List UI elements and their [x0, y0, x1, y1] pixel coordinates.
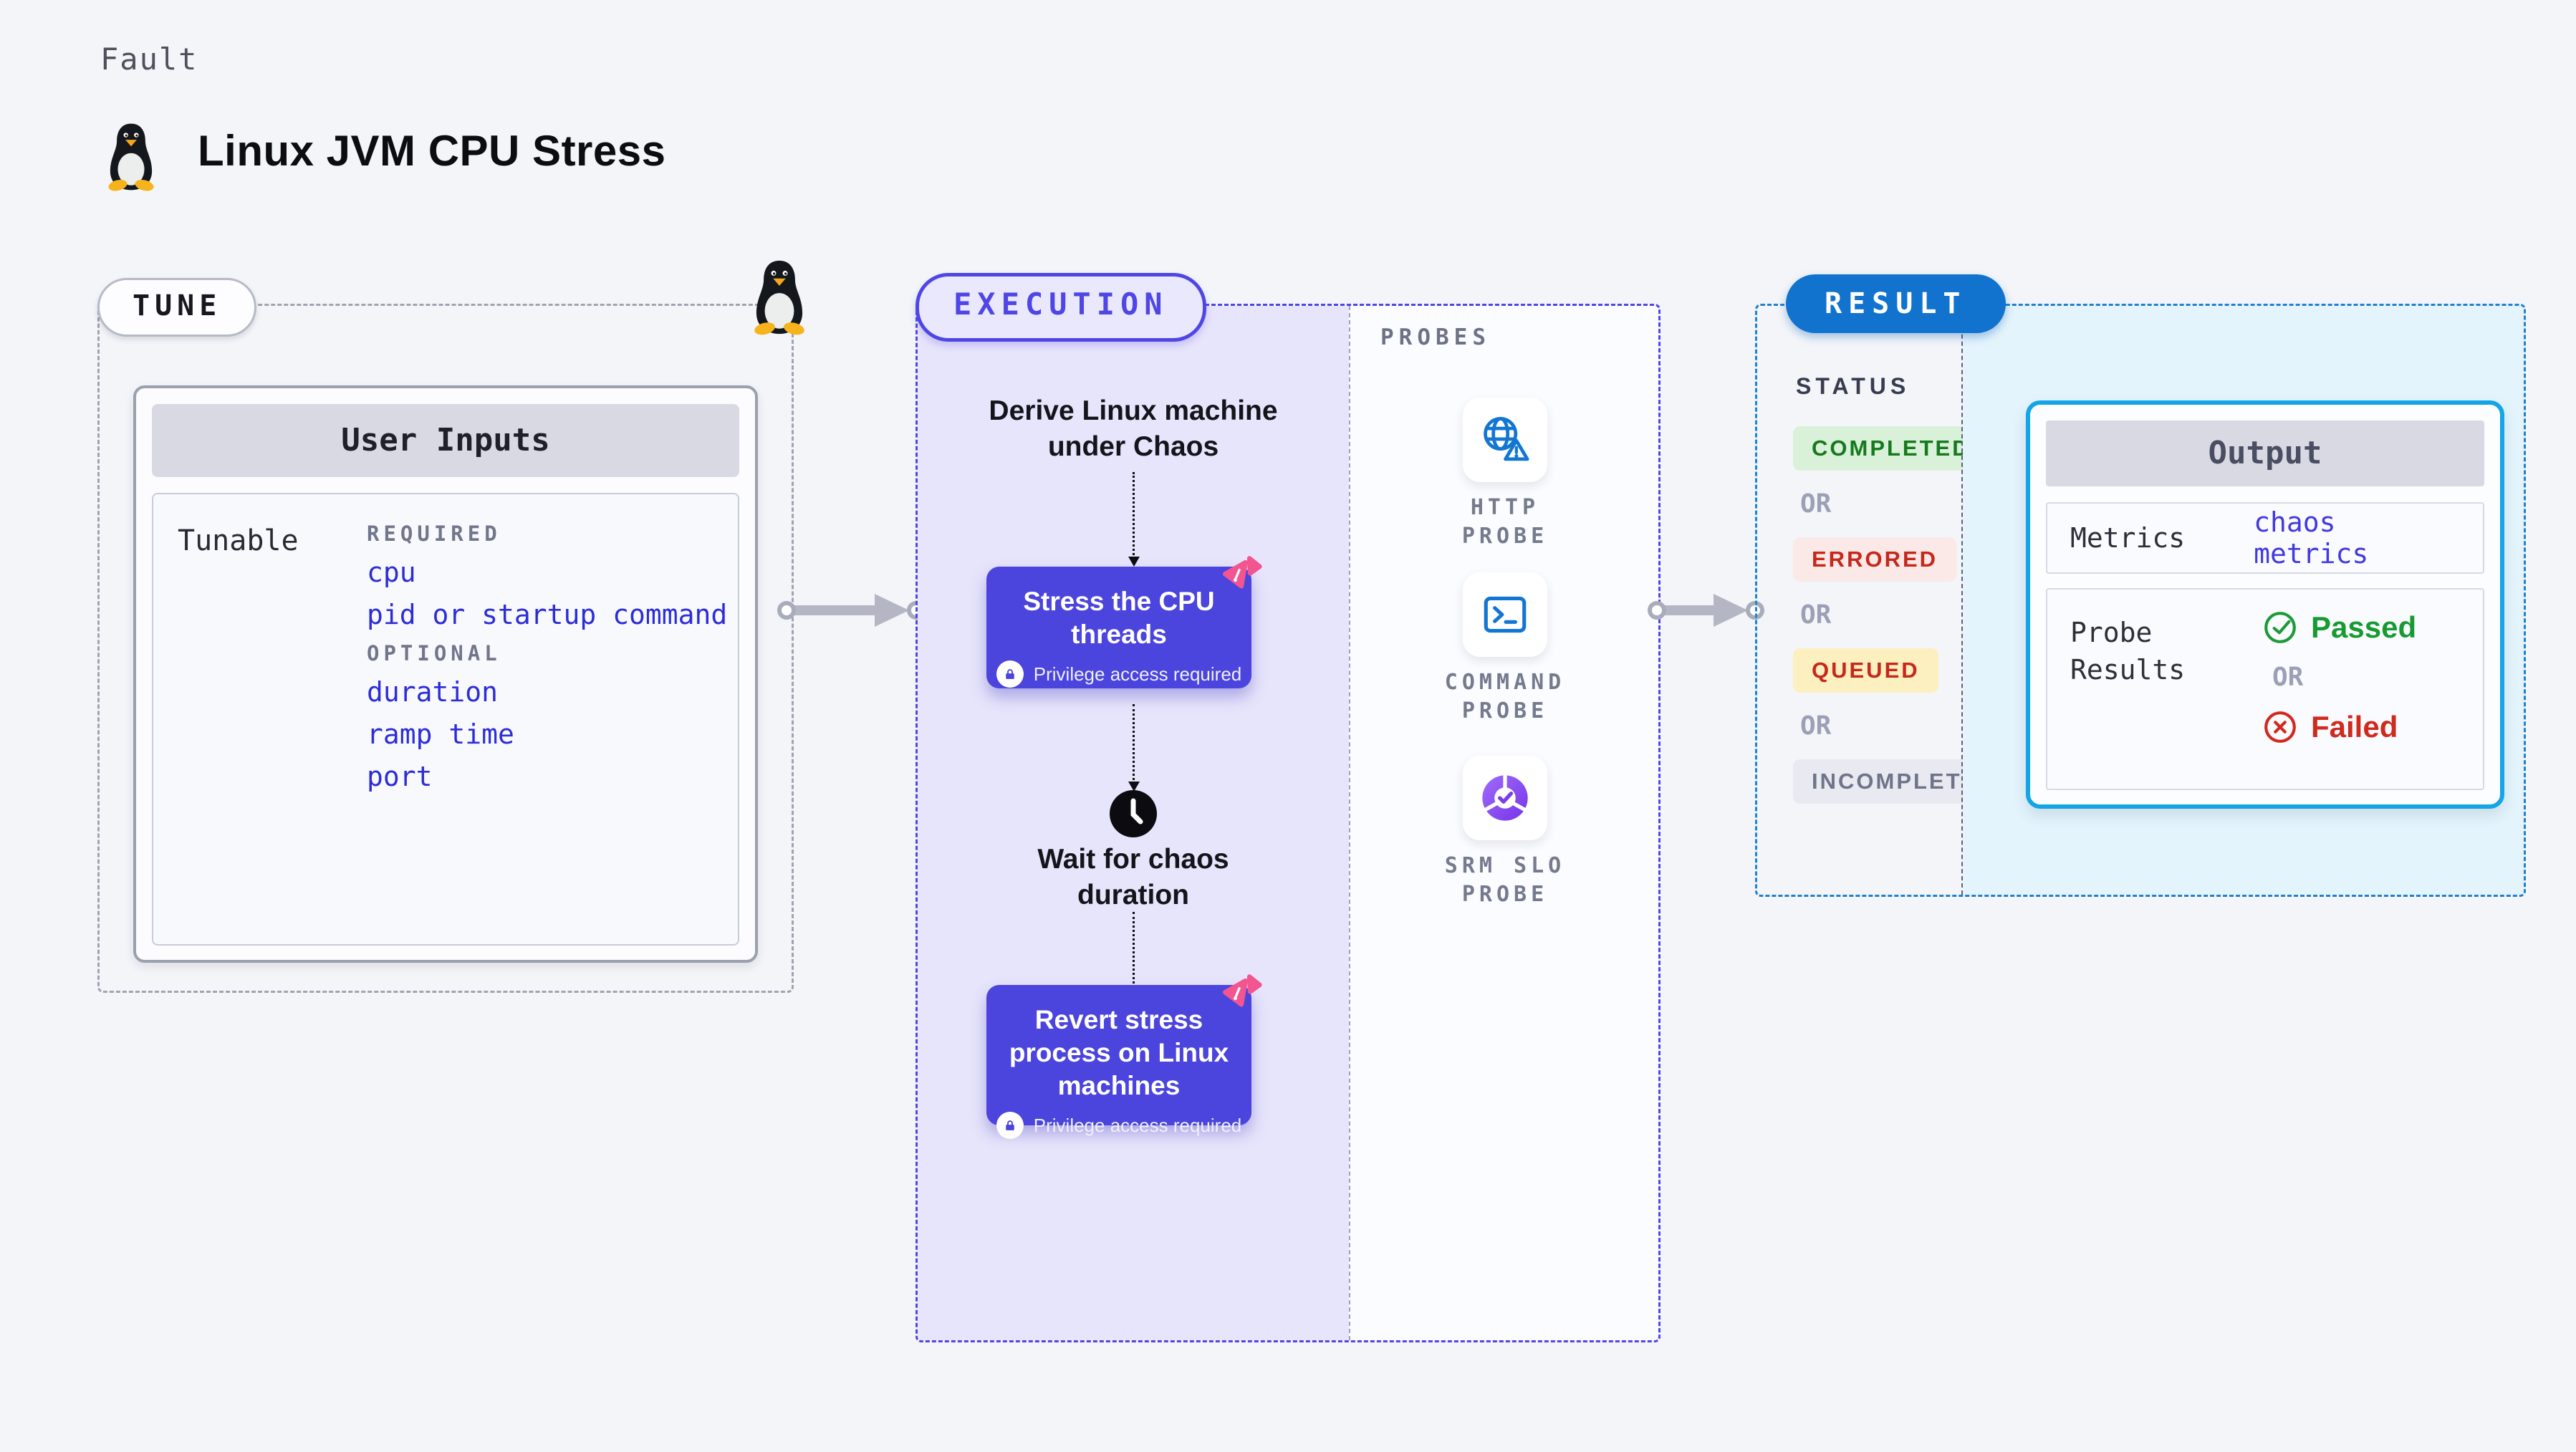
optional-label: OPTIONAL [367, 641, 501, 665]
passed-label: Passed [2311, 610, 2417, 644]
status-column: STATUS COMPLETED OR ERRORED OR QUEUED OR… [1757, 306, 2016, 895]
input-item-ramp-time: ramp time [367, 718, 514, 750]
connector-dot [1648, 601, 1666, 620]
probe-label-command: COMMAND PROBE [1444, 670, 1566, 723]
arrow-execution-to-result [1648, 594, 1769, 627]
lock-icon [996, 660, 1024, 688]
probe-card-srm-slo [1463, 756, 1547, 840]
user-inputs-card: User Inputs Tunable REQUIRED cpu pid or … [133, 385, 758, 963]
linux-tux-icon [754, 260, 804, 335]
execution-flow-panel: Derive Linux machine under Chaos Stress … [918, 306, 1349, 1340]
or-label: OR [2272, 663, 2304, 692]
tunable-label: Tunable [178, 524, 299, 557]
probes-panel: PROBES HTTP PROBE [1349, 306, 1658, 1340]
clock-icon [1110, 790, 1157, 837]
input-item-duration: duration [367, 676, 499, 708]
connector-line [787, 605, 880, 615]
tune-section: TUNE User Inputs Tunable REQUIRED cpu pi… [97, 260, 804, 993]
probes-label: PROBES [1380, 324, 1491, 350]
probe-card-http [1463, 398, 1547, 482]
arrow-tune-to-execution [777, 594, 928, 627]
user-inputs-list: Tunable REQUIRED cpu pid or startup comm… [152, 493, 739, 946]
output-card: Output Metrics chaos metrics Probe Resul… [2026, 400, 2504, 809]
connector-dot [777, 601, 796, 620]
status-label: STATUS [1796, 373, 1911, 399]
flow-connector [1128, 704, 1140, 792]
arrowhead-icon [1714, 594, 1748, 627]
status-output-divider [1961, 306, 1963, 895]
pie-check-icon [1482, 774, 1528, 821]
output-panel: Output Metrics chaos metrics Probe Resul… [1963, 306, 2524, 895]
stress-card-title: Stress the CPU threads [1023, 587, 1215, 649]
or-label: OR [1800, 711, 1832, 741]
result-section: STATUS COMPLETED OR ERRORED OR QUEUED OR… [1755, 274, 2526, 897]
privilege-note: Privilege access required [1033, 663, 1242, 685]
fault-kicker: Fault [100, 42, 198, 77]
user-inputs-header: User Inputs [152, 404, 739, 477]
required-label: REQUIRED [367, 521, 501, 546]
terminal-icon [1484, 596, 1527, 633]
status-badge-completed: COMPLETED [1793, 426, 1989, 471]
or-label: OR [1800, 489, 1832, 519]
status-badge-errored: ERRORED [1793, 537, 1957, 582]
metrics-value: chaos metrics [2254, 506, 2369, 569]
globe-alert-icon [1484, 417, 1529, 461]
passed-row: Passed [2262, 610, 2416, 645]
or-label: OR [1800, 600, 1832, 630]
x-circle-icon [2264, 711, 2296, 743]
probe-results-row: Probe Results Passed OR [2046, 588, 2484, 790]
output-header: Output [2046, 420, 2484, 486]
stress-cpu-card: Stress the CPU threads Privilege access … [986, 556, 1262, 688]
input-item-cpu: cpu [367, 557, 416, 588]
wait-step-label: Wait for chaos duration [1037, 844, 1229, 910]
check-circle-icon [2264, 612, 2296, 643]
result-badge: RESULT [1786, 274, 2006, 333]
input-item-port: port [367, 761, 433, 792]
page-title: Linux JVM CPU Stress [198, 127, 666, 175]
privilege-note: Privilege access required [1033, 1114, 1242, 1136]
tune-badge: TUNE [97, 278, 257, 337]
lock-icon [996, 1112, 1024, 1139]
arrowhead-icon [875, 594, 909, 627]
metrics-label: Metrics [2070, 522, 2186, 554]
probe-results-label: Probe Results [2070, 617, 2186, 686]
chaos-logo-icon [1223, 974, 1262, 1007]
flow-connector [1128, 472, 1140, 567]
failed-row: Failed [2262, 709, 2416, 745]
probe-label-http: HTTP PROBE [1461, 495, 1549, 549]
probe-label-srm-slo: SRM SLO PROBE [1444, 853, 1566, 907]
connector-line [1657, 605, 1719, 615]
execution-badge: EXECUTION [915, 273, 1206, 342]
status-badge-queued: QUEUED [1793, 648, 1938, 693]
flow-connector [1128, 912, 1140, 999]
chaos-logo-icon [1223, 556, 1262, 589]
revert-stress-card: Revert stress process on Linux machines … [986, 974, 1262, 1139]
input-item-pid-or-startup-command: pid or startup command [367, 599, 728, 630]
derive-step-label: Derive Linux machine under Chaos [989, 395, 1278, 462]
metrics-row: Metrics chaos metrics [2046, 502, 2484, 574]
probe-card-command [1463, 572, 1547, 657]
linux-tux-icon [108, 123, 154, 191]
execution-section: Derive Linux machine under Chaos Stress … [915, 273, 1661, 1342]
revert-card-title: Revert stress process on Linux machines [1009, 1005, 1229, 1100]
failed-label: Failed [2311, 710, 2398, 744]
